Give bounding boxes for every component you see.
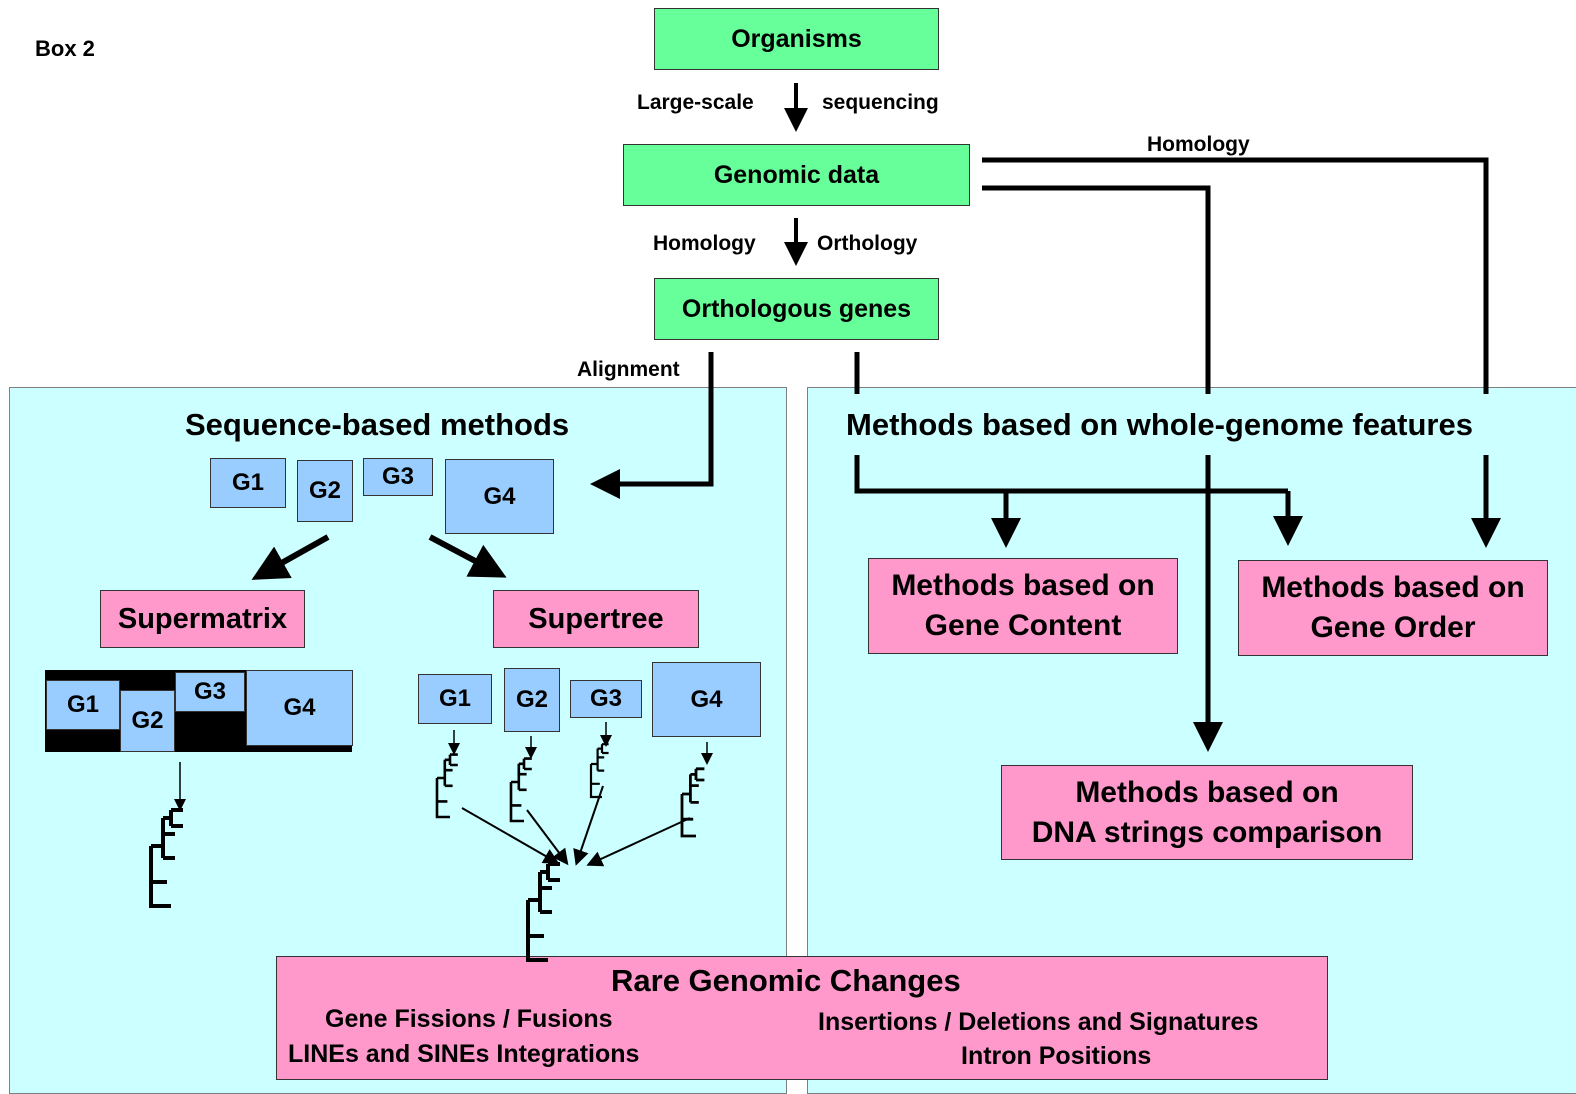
tree-icon-matrix [149, 808, 185, 908]
orthology-label: Orthology [817, 232, 918, 255]
gene-box-g2: G2 [297, 460, 353, 522]
tree-icon-g3 [589, 743, 610, 799]
line-homology-gene-order [982, 157, 1489, 394]
tree-gene-g4: G4 [652, 662, 761, 737]
rare-item-gene-fissions: Gene Fissions / Fusions [325, 1005, 613, 1033]
dna-strings-line2: DNA strings comparison [1031, 815, 1383, 849]
genomic-data-node: Genomic data [623, 144, 970, 206]
dna-strings-node: Methods based on DNA strings comparison [1001, 765, 1413, 860]
rare-item-lines-sines: LINEs and SINEs Integrations [288, 1040, 640, 1068]
supertree-node: Supertree [493, 590, 699, 648]
tree-icon-g1 [435, 753, 460, 819]
gene-box-g1: G1 [210, 458, 286, 508]
rare-genomic-changes-node [276, 956, 1328, 1080]
gene-order-node: Methods based on Gene Order [1238, 560, 1548, 656]
matrix-gene-g2: G2 [120, 690, 175, 752]
tree-icon-g4 [680, 767, 706, 838]
line-genomic-dna [982, 185, 1211, 394]
gene-box-g3: G3 [363, 458, 433, 496]
rare-item-intron-positions: Intron Positions [961, 1042, 1152, 1070]
box-label: Box 2 [35, 36, 95, 61]
matrix-gene-g4: G4 [246, 670, 353, 746]
arrow-alignment [590, 352, 714, 499]
arrow-converge-4 [586, 817, 691, 867]
organisms-node: Organisms [654, 8, 939, 70]
rare-item-insertions-deletions: Insertions / Deletions and Signatures [818, 1008, 1259, 1036]
matrix-gene-g1: G1 [46, 680, 120, 730]
homology-label-left: Homology [653, 232, 756, 255]
sequencing-label: sequencing [822, 91, 939, 114]
arrow-converge-1 [461, 807, 560, 864]
supermatrix-node: Supermatrix [100, 590, 305, 648]
homology-label-top: Homology [1147, 133, 1250, 156]
arrow-converge-3 [573, 785, 604, 866]
rare-genomic-changes-title: Rare Genomic Changes [611, 963, 961, 998]
arrow-converge-2 [526, 809, 569, 866]
alignment-label: Alignment [577, 358, 680, 381]
orthologous-genes-node: Orthologous genes [654, 278, 939, 340]
tree-icon-consensus [526, 862, 562, 962]
gene-content-line1: Methods based on [891, 569, 1155, 602]
matrix-gene-g3: G3 [175, 672, 245, 712]
line-orthologous-right-2 [854, 455, 1288, 494]
gene-order-line1: Methods based on [1261, 571, 1525, 604]
large-scale-label: Large-scale [637, 91, 754, 114]
tree-gene-g3: G3 [570, 680, 642, 718]
gene-content-line2: Gene Content [924, 609, 1122, 642]
sequence-methods-title: Sequence-based methods [185, 407, 570, 442]
gene-order-line2: Gene Order [1310, 611, 1476, 644]
arrow-to-supermatrix [251, 534, 330, 580]
arrow-to-supertree [428, 534, 507, 578]
gene-box-g4: G4 [445, 459, 554, 534]
tree-gene-g1: G1 [418, 674, 492, 724]
whole-genome-methods-title: Methods based on whole-genome features [846, 407, 1473, 442]
gene-content-node: Methods based on Gene Content [868, 558, 1178, 654]
dna-strings-line1: Methods based on [1075, 775, 1339, 809]
tree-gene-g2: G2 [504, 668, 560, 732]
